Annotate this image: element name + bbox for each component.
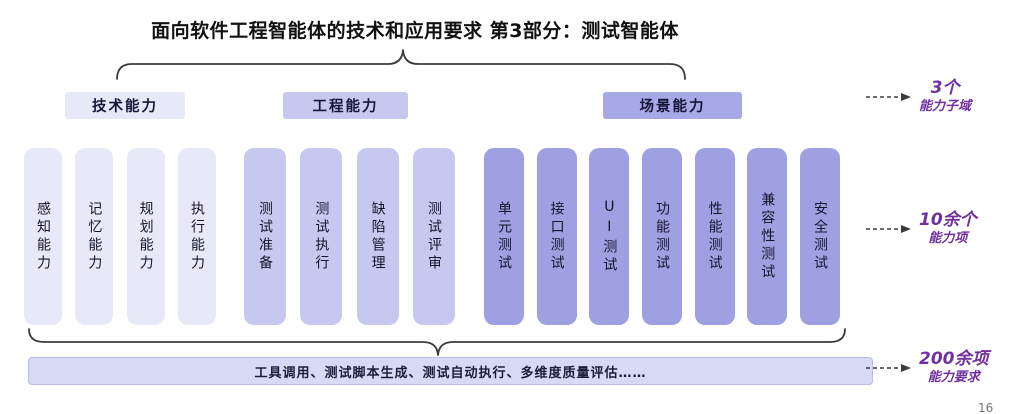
capability-label: 兼容性测试 xyxy=(759,191,776,282)
annotation-value: 3个 xyxy=(930,78,960,98)
capability-label: 执行能力 xyxy=(188,200,205,273)
capability-column-defect-management: 缺陷管理 xyxy=(356,148,399,325)
capability-label: 测试准备 xyxy=(257,200,273,273)
annotation-text: 200余项 能力要求 xyxy=(919,349,989,387)
capability-label: 感知能力 xyxy=(35,200,51,273)
capability-label: 缺陷管理 xyxy=(369,200,386,273)
annotation-text: 3个 能力子域 xyxy=(919,78,971,116)
capability-column-test-review: 测试评审 xyxy=(412,148,455,325)
group-header-technical: 技术能力 xyxy=(65,92,185,119)
annotation-text: 10余个 能力项 xyxy=(919,210,977,248)
dashed-arrow-icon xyxy=(866,224,911,233)
annotation-label: 能力要求 xyxy=(927,370,980,386)
page-title: 面向软件工程智能体的技术和应用要求 第3部分：测试智能体 xyxy=(151,20,679,42)
capability-label: 单元测试 xyxy=(496,200,512,273)
capability-label: 安全测试 xyxy=(811,200,828,273)
capability-label: 测试执行 xyxy=(313,200,330,273)
capability-column-perception: 感知能力 xyxy=(24,148,62,325)
group-header-engineering: 工程能力 xyxy=(283,92,408,119)
capability-column-api-test: 接口测试 xyxy=(536,148,577,325)
annotation-value: 200余项 xyxy=(919,349,989,369)
capability-column-functional-test: 功能测试 xyxy=(641,148,682,325)
annotation-requirements: 200余项 能力要求 xyxy=(866,349,989,387)
capability-column-test-execution: 测试执行 xyxy=(300,148,343,325)
dashed-arrow-icon xyxy=(866,363,911,372)
summary-bar: 工具调用、测试脚本生成、测试自动执行、多维度质量评估…… xyxy=(28,357,873,385)
capability-column-test-preparation: 测试准备 xyxy=(244,148,286,325)
capability-label: 接口测试 xyxy=(548,200,565,273)
capability-column-execution: 执行能力 xyxy=(177,148,216,325)
capability-label: 测试评审 xyxy=(425,200,442,273)
engineering-columns: 测试准备 测试执行 缺陷管理 测试评审 xyxy=(244,148,455,325)
annotation-value: 10余个 xyxy=(919,210,977,230)
group-header-scenario: 场景能力 xyxy=(603,92,742,119)
annotation-label: 能力子域 xyxy=(919,99,972,115)
capability-column-security-test: 安全测试 xyxy=(799,148,840,325)
technical-columns: 感知能力 记忆能力 规划能力 执行能力 xyxy=(24,148,216,325)
capability-label: 功能测试 xyxy=(653,200,670,273)
top-brace xyxy=(116,49,686,80)
capability-column-performance-test: 性能测试 xyxy=(694,148,735,325)
annotation-label: 能力项 xyxy=(928,231,968,247)
scenario-columns: 单元测试 接口测试 UI测试 功能测试 性能测试 兼容性测试 安全测试 xyxy=(484,148,840,325)
capability-label: 规划能力 xyxy=(137,200,154,273)
capability-label: UI测试 xyxy=(601,198,618,275)
capability-label: 性能测试 xyxy=(706,200,723,273)
annotation-subdomains: 3个 能力子域 xyxy=(866,78,971,116)
bottom-brace xyxy=(28,328,846,356)
page-number: 16 xyxy=(978,401,994,414)
capability-label: 记忆能力 xyxy=(86,200,103,273)
capability-column-ui-test: UI测试 xyxy=(589,148,630,325)
dashed-arrow-icon xyxy=(866,92,911,101)
capability-column-memory: 记忆能力 xyxy=(75,148,114,325)
capability-column-compatibility-test: 兼容性测试 xyxy=(747,148,788,325)
annotation-items: 10余个 能力项 xyxy=(866,210,977,248)
capability-column-planning: 规划能力 xyxy=(126,148,165,325)
capability-column-unit-test: 单元测试 xyxy=(484,148,524,325)
